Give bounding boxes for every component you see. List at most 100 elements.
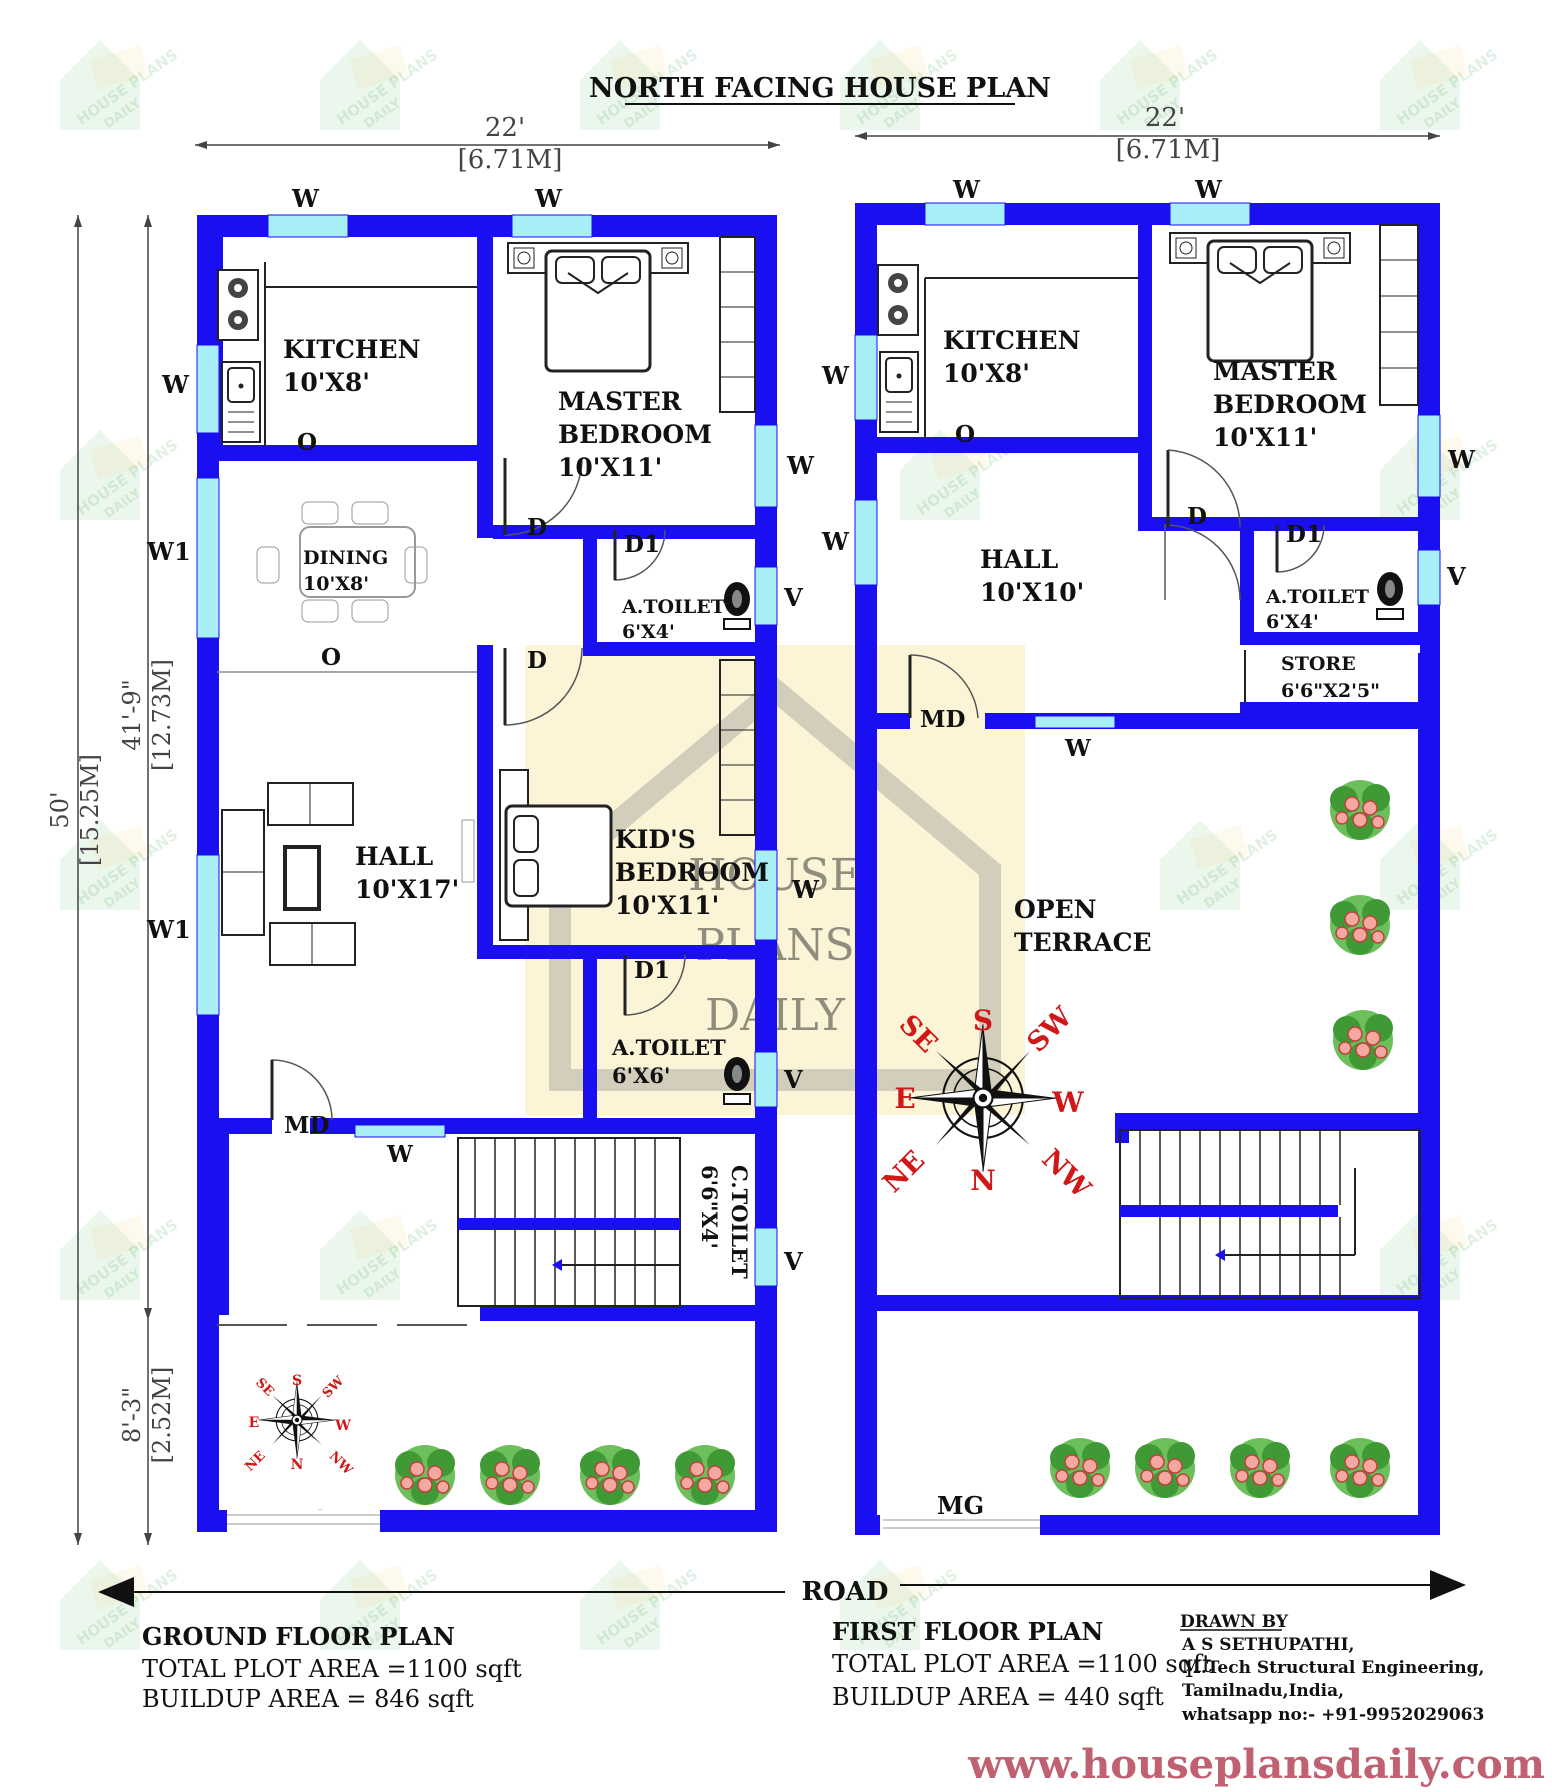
first-info-buildup: BUILDUP AREA = 440 sqft	[832, 1683, 1164, 1711]
g-w-label-4: W	[786, 451, 815, 480]
g-w1-label-2: W1	[146, 915, 191, 944]
g-v-label-2: V	[783, 1065, 803, 1094]
f-compass-nw: NW	[1036, 1144, 1097, 1205]
website-url: www.houseplansdaily.com	[967, 1741, 1545, 1788]
f-hall-size: 10'X10'	[980, 578, 1084, 607]
g-master-name2: BEDROOM	[558, 420, 712, 449]
ground-floor-plan: S N E W SE SW NE NW KITCHEN 10'X8' MASTE…	[146, 184, 820, 1534]
f-compass-s: S	[973, 1004, 993, 1037]
f-w-label-6: W	[1064, 735, 1092, 762]
f-d1-label: D1	[1286, 521, 1322, 548]
g-w1-label-1: W1	[146, 537, 191, 566]
g-master-size: 10'X11'	[558, 453, 662, 482]
total-depth-m: [15.25M]	[76, 754, 104, 866]
first-floor-plan: S N E W SE SW NE NW KITCHEN 10'X8' MASTE…	[227, 175, 1476, 1535]
f-hall-name: HALL	[980, 545, 1059, 574]
credits-heading: DRAWN BY	[1180, 1612, 1289, 1632]
f-master-size: 10'X11'	[1213, 423, 1317, 452]
ground-width-ft: 22'	[485, 113, 525, 143]
f-terrace-name2: TERRACE	[1014, 928, 1152, 957]
g-w-label-6: W	[386, 1141, 414, 1168]
f-compass-e: E	[894, 1082, 915, 1115]
g-w-label-5: W	[791, 875, 820, 904]
g-compass-sw: SW	[320, 1373, 348, 1401]
g-kitchen-name: KITCHEN	[283, 335, 420, 364]
f-toilet-size: 6'X4'	[1266, 611, 1319, 633]
g-d1-label-2: D1	[634, 957, 670, 984]
g-toilet2-size: 6'X6'	[612, 1063, 670, 1088]
house-depth-ft: 41'-9"	[118, 679, 146, 751]
f-compass-w: W	[1051, 1086, 1084, 1119]
first-info-heading: FIRST FLOOR PLAN	[832, 1617, 1103, 1646]
ground-info-buildup: BUILDUP AREA = 846 sqft	[142, 1685, 474, 1713]
g-w-label-2: W	[534, 184, 563, 213]
g-compass-n: N	[291, 1457, 304, 1473]
g-toilet1-size: 6'X4'	[622, 621, 675, 643]
f-w-label-1: W	[952, 175, 981, 204]
g-w-label-3: W	[161, 370, 190, 399]
total-depth-ft: 50'	[46, 791, 74, 828]
g-toilet2-name: A.TOILET	[611, 1035, 726, 1060]
f-compass-ne: NE	[877, 1145, 931, 1199]
g-d-label-2: D	[527, 647, 547, 674]
g-dining-size: 10'X8'	[303, 573, 369, 595]
g-compass-w: W	[334, 1418, 351, 1434]
first-width-ft: 22'	[1145, 103, 1185, 133]
g-kids-name2: BEDROOM	[615, 858, 769, 887]
g-ctoilet-name: C.TOILET	[727, 1165, 752, 1279]
g-hall-name: HALL	[355, 842, 434, 871]
f-mg-label: MG	[937, 1491, 984, 1520]
f-compass-n: N	[970, 1164, 996, 1197]
f-master-name2: BEDROOM	[1213, 390, 1367, 419]
g-dining-name: DINING	[303, 547, 388, 569]
f-d-label: D	[1187, 503, 1207, 530]
f-w-label-4: W	[1447, 445, 1476, 474]
g-o-label-2: O	[321, 644, 341, 671]
g-toilet1-name: A.TOILET	[621, 596, 725, 618]
house-depth-m: [12.73M]	[148, 659, 176, 771]
g-d-label-1: D	[527, 514, 547, 541]
f-store-name: STORE	[1281, 653, 1356, 675]
f-w-label-5: W	[821, 527, 850, 556]
credits-degree: M.Tech Structural Engineering,	[1182, 1658, 1484, 1678]
f-terrace-name1: OPEN	[1014, 895, 1096, 924]
credits-name: A S SETHUPATHI,	[1181, 1635, 1354, 1655]
plan-title: NORTH FACING HOUSE PLAN	[589, 73, 1051, 104]
g-md-label: MD	[284, 1112, 329, 1139]
f-store-size: 6'6"X2'5"	[1281, 680, 1380, 702]
credits-location: Tamilnadu,India,	[1182, 1681, 1344, 1701]
f-md-label: MD	[920, 706, 965, 733]
g-v-label-3: V	[783, 1247, 803, 1276]
g-v-label-1: V	[783, 583, 803, 612]
g-o-label-1: O	[297, 429, 317, 456]
g-kids-name1: KID'S	[615, 825, 696, 854]
f-compass-sw: SW	[1021, 1001, 1079, 1059]
setback-m: [2.52M]	[148, 1367, 176, 1464]
g-hall-size: 10'X17'	[355, 875, 459, 904]
f-o-label: O	[955, 421, 975, 448]
f-v-label: V	[1446, 562, 1466, 591]
f-w-label-3: W	[821, 361, 850, 390]
g-compass-e: E	[249, 1415, 260, 1431]
road-label: ROAD	[802, 1577, 889, 1607]
first-info-plot: TOTAL PLOT AREA =1100 sqft	[832, 1650, 1212, 1678]
f-toilet-name: A.TOILET	[1265, 586, 1369, 608]
g-compass-s: S	[292, 1373, 302, 1389]
g-kids-size: 10'X11'	[615, 891, 719, 920]
f-master-name1: MASTER	[1213, 357, 1337, 386]
f-kitchen-name: KITCHEN	[943, 326, 1080, 355]
ground-info-plot: TOTAL PLOT AREA =1100 sqft	[142, 1655, 522, 1683]
first-width-m: [6.71M]	[1116, 135, 1221, 165]
f-kitchen-size: 10'X8'	[943, 359, 1030, 388]
ground-info-heading: GROUND FLOOR PLAN	[142, 1622, 455, 1651]
g-d1-label-1: D1	[624, 531, 660, 558]
g-kitchen-size: 10'X8'	[283, 368, 370, 397]
g-compass-se: SE	[252, 1375, 276, 1399]
g-compass-nw: NW	[326, 1449, 356, 1479]
credits-phone: whatsapp no:- +91-9952029063	[1181, 1705, 1484, 1725]
g-ctoilet-size: 6'6"X4'	[697, 1165, 722, 1249]
f-w-label-2: W	[1194, 175, 1223, 204]
setback-ft: 8'-3"	[118, 1387, 146, 1443]
